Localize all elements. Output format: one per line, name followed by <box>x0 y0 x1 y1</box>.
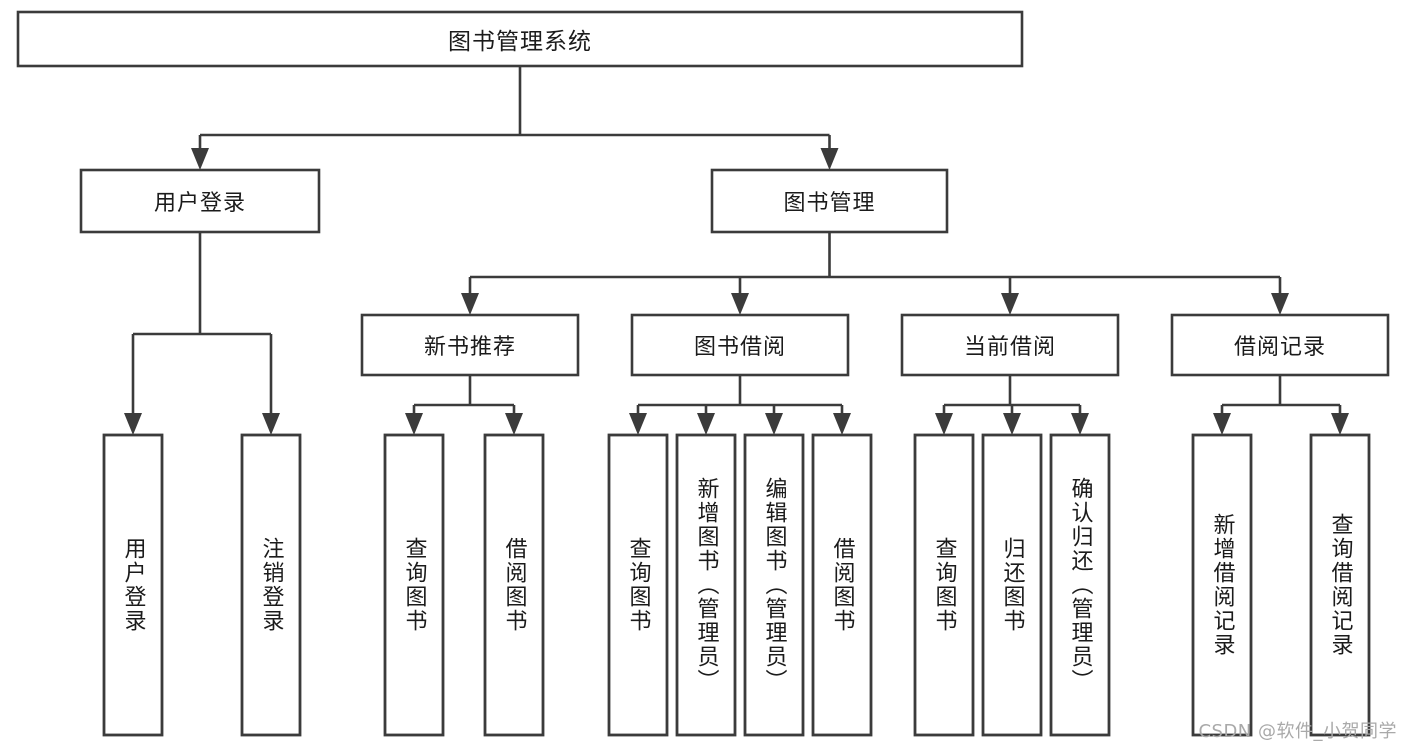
node-box-leaf-borrow-book-rec[interactable] <box>483 433 545 737</box>
arrow-head <box>833 413 851 435</box>
node-box-new-book-rec[interactable] <box>360 313 580 377</box>
node-box-root[interactable] <box>16 10 1024 68</box>
edge-group-borrow-record <box>1213 375 1349 435</box>
edge-group-current-borrow <box>935 375 1089 435</box>
arrow-head <box>935 413 953 435</box>
arrow-head <box>1271 293 1289 315</box>
arrow-head <box>697 413 715 435</box>
node-box-leaf-confirm-return[interactable] <box>1049 433 1111 737</box>
node-box-leaf-edit-book[interactable] <box>743 433 805 737</box>
node-box-leaf-query-book-borrow[interactable] <box>607 433 669 737</box>
node-box-current-borrow[interactable] <box>900 313 1120 377</box>
node-box-book-manage[interactable] <box>710 168 949 234</box>
node-box-leaf-query-book-cur[interactable] <box>913 433 975 737</box>
node-box-leaf-logout[interactable] <box>240 433 302 737</box>
edge-group-user-login <box>124 232 280 435</box>
node-box-borrow-record[interactable] <box>1170 313 1390 377</box>
node-box-leaf-add-book[interactable] <box>675 433 737 737</box>
arrow-head <box>124 413 142 435</box>
node-box-leaf-query-record[interactable] <box>1309 433 1371 737</box>
arrow-head <box>262 413 280 435</box>
box-layer <box>16 10 1390 737</box>
arrow-head <box>405 413 423 435</box>
node-box-leaf-borrow-book[interactable] <box>811 433 873 737</box>
arrow-head <box>1071 413 1089 435</box>
node-box-leaf-add-record[interactable] <box>1191 433 1253 737</box>
arrow-head <box>505 413 523 435</box>
node-box-user-login[interactable] <box>79 168 321 234</box>
node-box-book-borrow[interactable] <box>630 313 850 377</box>
arrow-head <box>820 148 839 170</box>
edge-group-new-book-rec <box>405 375 523 435</box>
node-box-leaf-return-book[interactable] <box>981 433 1043 737</box>
edge-layer <box>124 66 1349 435</box>
node-box-leaf-query-book-rec[interactable] <box>383 433 445 737</box>
edge-group-book-manage <box>461 232 1289 315</box>
edge-group-root <box>191 66 839 170</box>
arrow-head <box>1331 413 1349 435</box>
arrow-head <box>629 413 647 435</box>
arrow-head <box>191 148 209 170</box>
arrow-head <box>461 293 479 315</box>
arrow-head <box>1213 413 1231 435</box>
arrow-head <box>1001 293 1019 315</box>
edge-group-book-borrow <box>629 375 851 435</box>
arrow-head <box>1003 413 1021 435</box>
node-box-leaf-user-login[interactable] <box>102 433 164 737</box>
arrow-head <box>765 413 783 435</box>
arrow-head <box>731 293 749 315</box>
